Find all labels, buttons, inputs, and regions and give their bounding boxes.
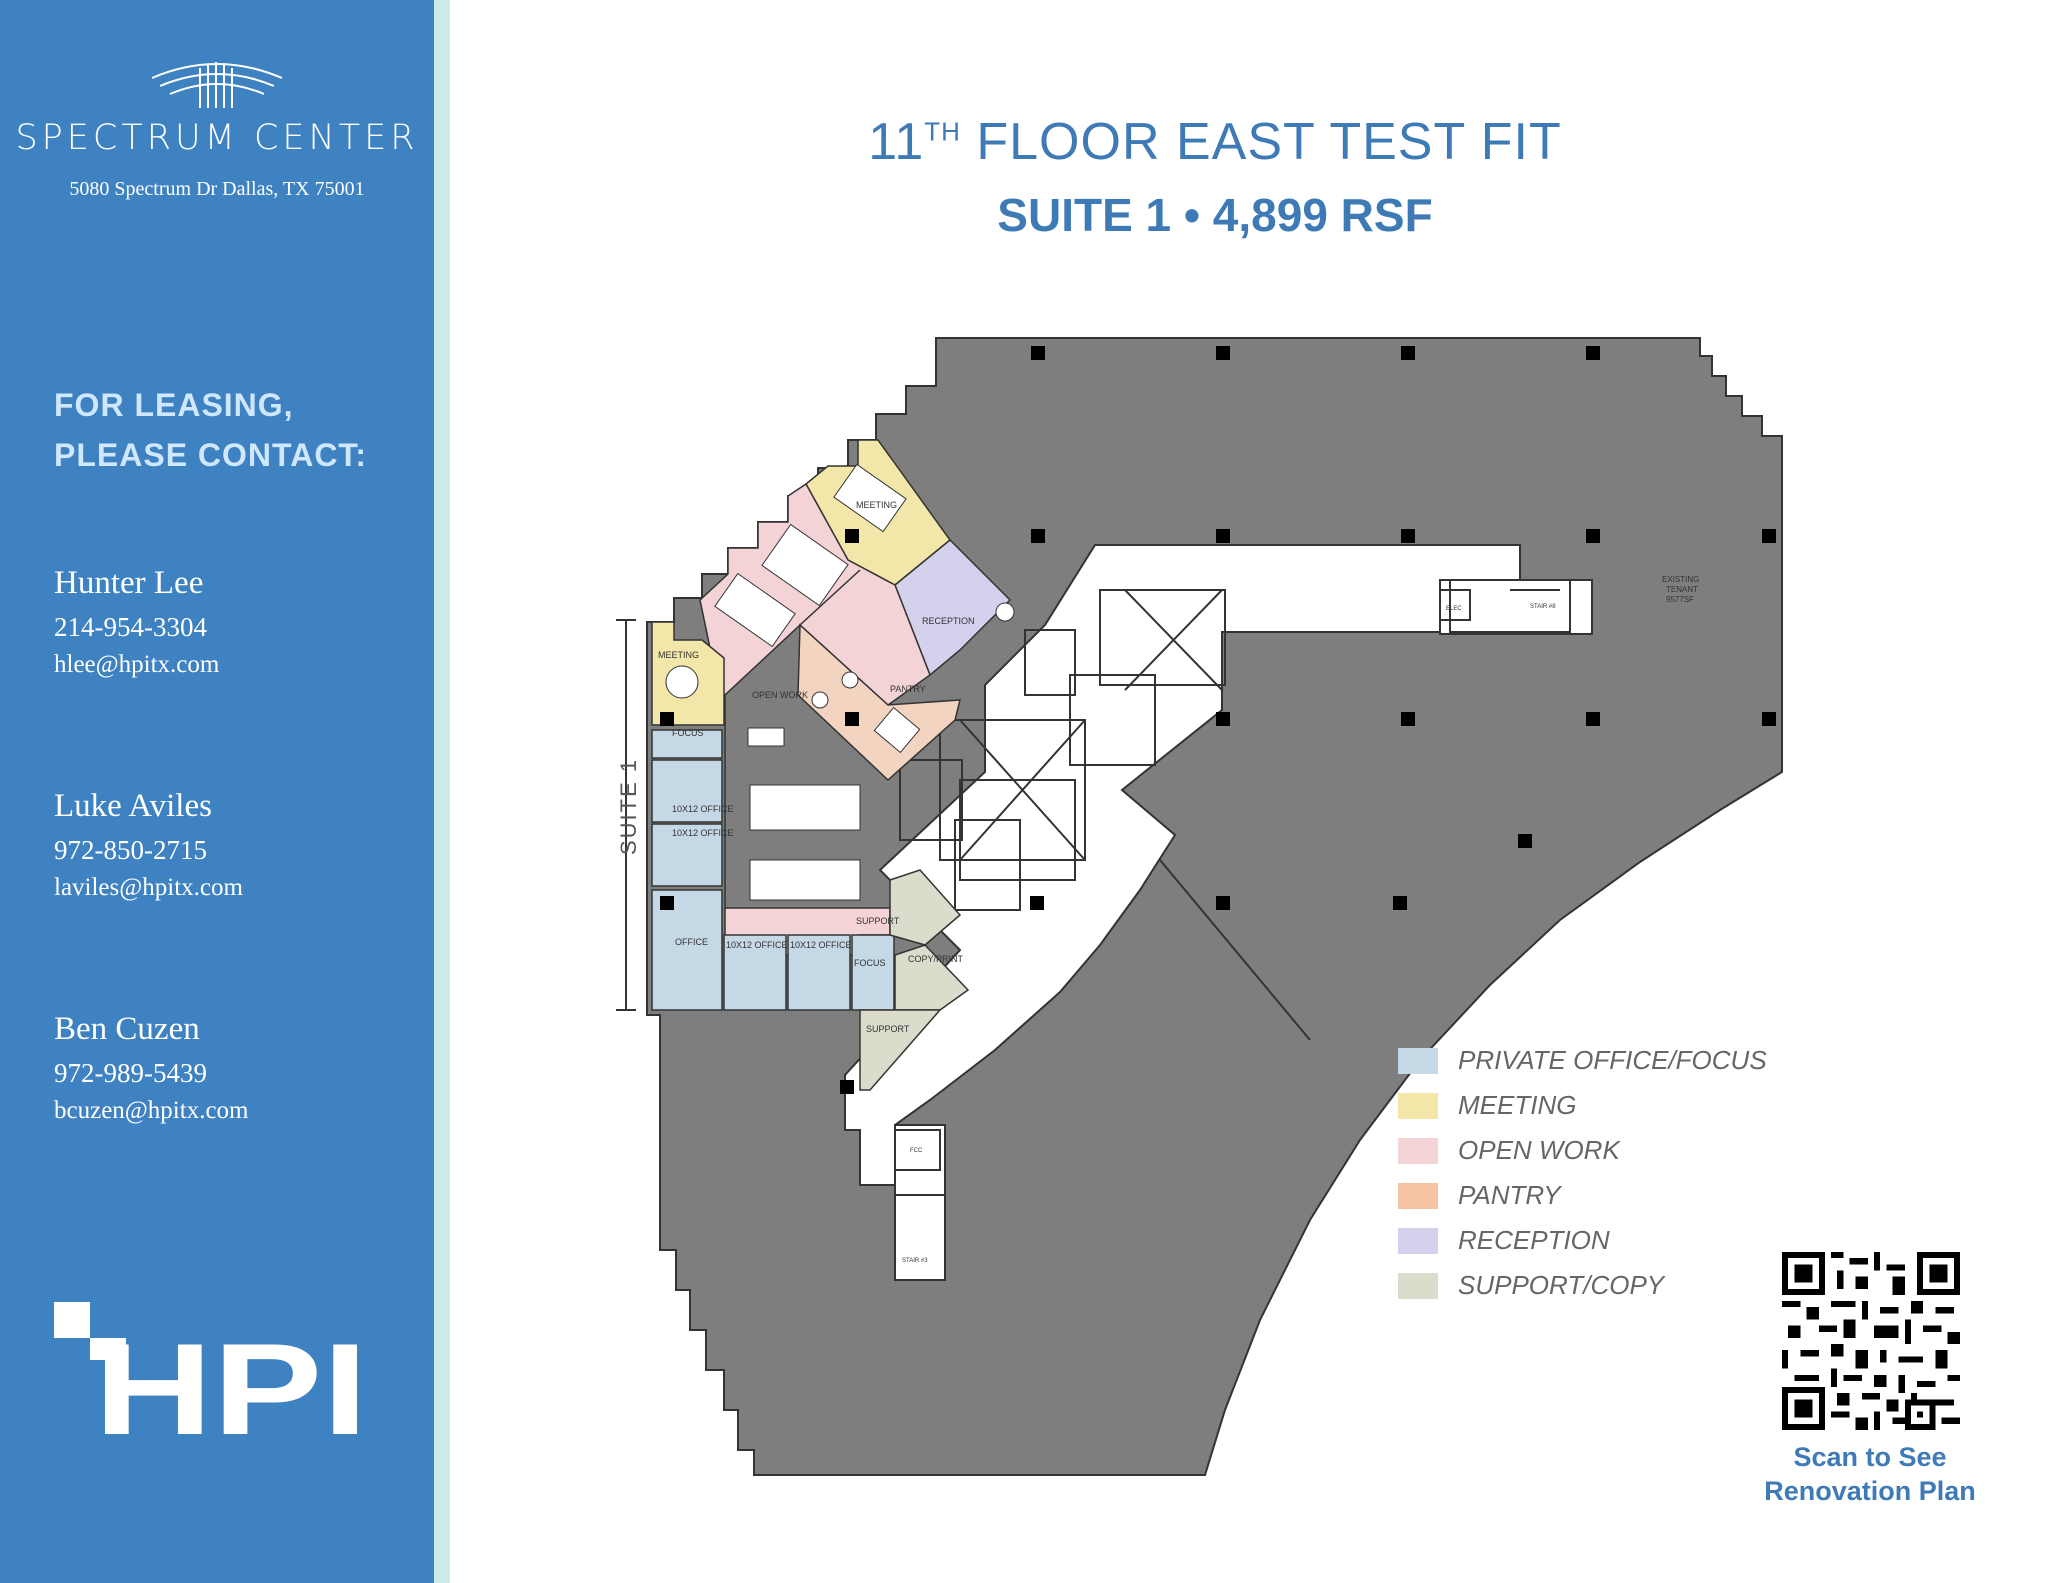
- contact-name: Ben Cuzen: [54, 1011, 200, 1047]
- label-fcc: FCC: [910, 1148, 923, 1154]
- label-existing-tenant-2: TENANT: [1666, 585, 1698, 594]
- legend-label: SUPPORT/COPY: [1458, 1270, 1665, 1300]
- qr-code[interactable]: [1782, 1252, 1960, 1430]
- legend-swatch: [1398, 1047, 1438, 1074]
- title-floor-number: 11: [868, 113, 925, 171]
- label-reception: RECEPTION: [922, 616, 975, 626]
- legend-swatch: [1398, 1137, 1438, 1164]
- contact-card: Hunter Lee 214-954-3304 hlee@hpitx.com: [54, 565, 219, 679]
- label-support-bottom: SUPPORT: [866, 1024, 910, 1034]
- contact-phone[interactable]: 972-989-5439: [54, 1058, 207, 1088]
- spectrum-center-logo-icon: [151, 62, 283, 108]
- structural-columns: [660, 346, 1776, 1094]
- label-meeting-left: MEETING: [658, 650, 699, 660]
- label-office: OFFICE: [675, 937, 708, 947]
- contact-card: Luke Aviles 972-850-2715 laviles@hpitx.c…: [54, 788, 243, 902]
- label-existing-tenant-3: 9577SF: [1666, 595, 1694, 604]
- contact-name: Luke Aviles: [54, 788, 212, 824]
- hpi-logo-text: HPI: [94, 1316, 368, 1436]
- legend-item: PRIVATE OFFICE/FOCUS: [1398, 1038, 1767, 1083]
- room-support-mid: [889, 869, 962, 946]
- room-office-a: [651, 759, 723, 823]
- legend-swatch: [1398, 1092, 1438, 1119]
- legend-item: OPEN WORK: [1398, 1128, 1767, 1173]
- label-support-mid: SUPPORT: [856, 916, 900, 926]
- legend-label: RECEPTION: [1458, 1225, 1610, 1255]
- brand-name: SPECTRUM CENTER: [15, 118, 419, 158]
- legend-item: RECEPTION: [1398, 1218, 1767, 1263]
- qr-caption-line1: Scan to See: [1793, 1442, 1947, 1472]
- legend-label: PRIVATE OFFICE/FOCUS: [1458, 1045, 1767, 1075]
- legend-label: MEETING: [1458, 1090, 1577, 1120]
- room-labels: MEETING RECEPTION PANTRY OPEN WORK MEETI…: [658, 500, 1699, 1264]
- label-focus-bottom: FOCUS: [854, 958, 886, 968]
- page-title: 11TH FLOOR EAST TEST FIT: [450, 112, 1980, 172]
- core-details: [894, 579, 1571, 1281]
- title-ordinal-suffix: TH: [924, 116, 961, 147]
- label-meeting-top: MEETING: [856, 500, 897, 510]
- contact-sidebar: SPECTRUM CENTER 5080 Spectrum Dr Dallas,…: [0, 0, 434, 1583]
- label-open-work: OPEN WORK: [752, 690, 808, 700]
- sidebar-accent-strip: [434, 0, 450, 1583]
- color-legend: PRIVATE OFFICE/FOCUS MEETING OPEN WORK P…: [1398, 1038, 1767, 1308]
- legend-item: MEETING: [1398, 1083, 1767, 1128]
- property-address: 5080 Spectrum Dr Dallas, TX 75001: [69, 178, 365, 200]
- room-copy-print: [894, 944, 970, 1011]
- leasing-heading-line2: PLEASE CONTACT:: [54, 437, 368, 473]
- label-copy-print: COPY/PRINT: [908, 954, 964, 964]
- label-focus-top: FOCUS: [672, 728, 704, 738]
- qr-caption: Scan to See Renovation Plan: [1740, 1440, 2000, 1508]
- suite-size-subtitle: SUITE 1 • 4,899 RSF: [997, 189, 1433, 241]
- room-office-b: [651, 823, 723, 887]
- room-office-c: [723, 934, 787, 1011]
- suite-label: SUITE 1: [616, 758, 641, 855]
- legend-swatch: [1398, 1182, 1438, 1209]
- label-stair-bottom: STAIR #3: [902, 1258, 928, 1264]
- contact-email[interactable]: bcuzen@hpitx.com: [54, 1097, 249, 1124]
- hpi-logo: HPI: [54, 1302, 368, 1436]
- label-stair-top: STAIR #8: [1530, 604, 1556, 610]
- legend-label: PANTRY: [1458, 1180, 1561, 1210]
- room-support-bottom: [859, 1009, 942, 1091]
- label-office-b: 10X12 OFFICE: [672, 828, 734, 838]
- leasing-heading-line1: FOR LEASING,: [54, 387, 294, 423]
- label-office-c: 10X12 OFFICE: [726, 940, 788, 950]
- room-office-d: [787, 934, 851, 1011]
- contact-email[interactable]: laviles@hpitx.com: [54, 874, 243, 901]
- label-elec: ELEC: [1446, 606, 1462, 612]
- legend-swatch: [1398, 1272, 1438, 1299]
- room-focus-bottom: [851, 934, 895, 1011]
- leasing-heading: FOR LEASING, PLEASE CONTACT:: [54, 380, 367, 480]
- furniture: [665, 463, 1015, 901]
- room-focus-top: [651, 729, 723, 759]
- label-office-a: 10X12 OFFICE: [672, 804, 734, 814]
- qr-caption-line2: Renovation Plan: [1764, 1476, 1976, 1506]
- suite-dimension-line: [616, 619, 636, 1011]
- label-office-d: 10X12 OFFICE: [790, 940, 852, 950]
- contact-name: Hunter Lee: [54, 565, 204, 601]
- label-existing-tenant-1: EXISTING: [1662, 575, 1699, 584]
- label-pantry: PANTRY: [890, 684, 926, 694]
- contact-phone[interactable]: 972-850-2715: [54, 835, 207, 865]
- legend-label: OPEN WORK: [1458, 1135, 1620, 1165]
- legend-swatch: [1398, 1227, 1438, 1254]
- contact-email[interactable]: hlee@hpitx.com: [54, 651, 220, 678]
- contact-phone[interactable]: 214-954-3304: [54, 612, 207, 642]
- room-pantry: [797, 623, 961, 782]
- contact-card: Ben Cuzen 972-989-5439 bcuzen@hpitx.com: [54, 1011, 249, 1125]
- title-text: FLOOR EAST TEST FIT: [960, 113, 1562, 171]
- legend-item: SUPPORT/COPY: [1398, 1263, 1767, 1308]
- legend-item: PANTRY: [1398, 1173, 1767, 1218]
